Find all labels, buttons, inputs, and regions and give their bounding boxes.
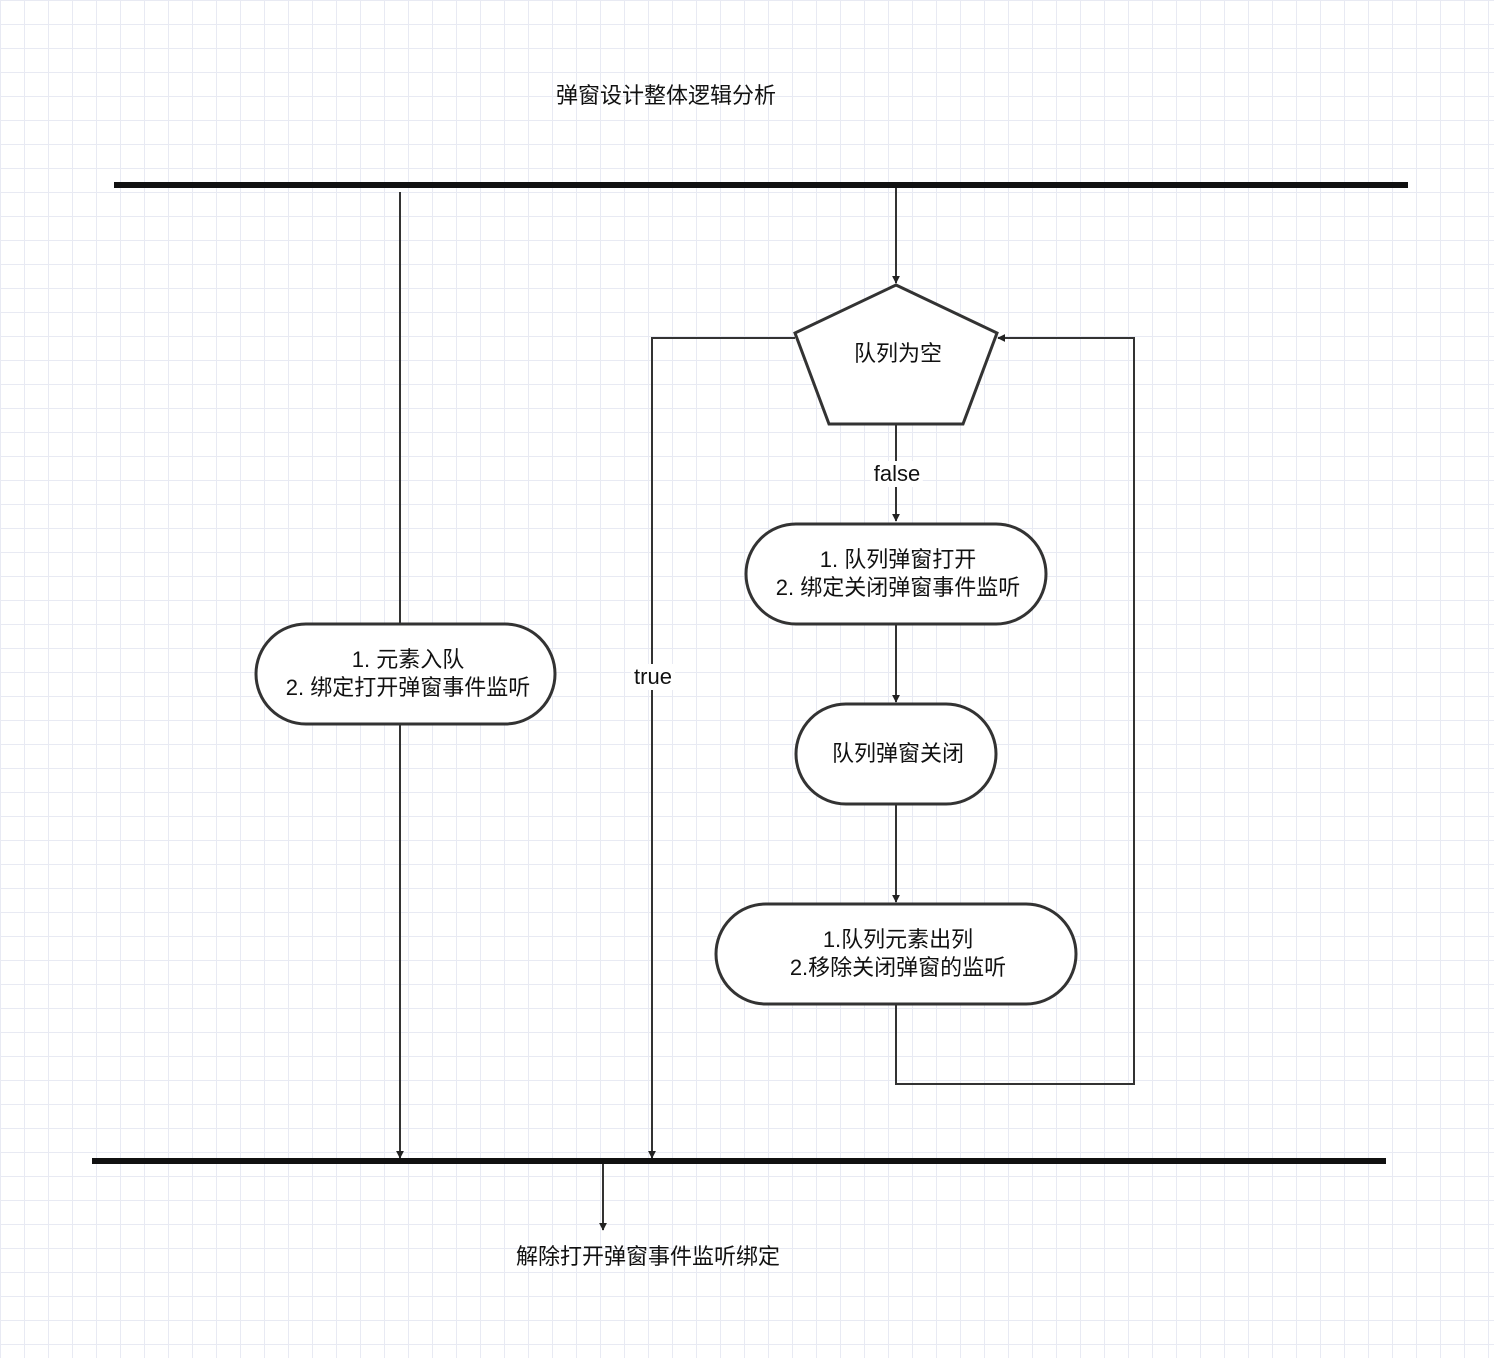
- edge-label-false: false: [870, 461, 924, 487]
- node-dequeue: [714, 902, 1078, 1006]
- node-dequeue-line1: 1.队列元素出列: [822, 927, 974, 952]
- node-enqueue-line1: 1. 元素入队: [351, 647, 465, 672]
- node-open-popup-line1: 1. 队列弹窗打开: [819, 547, 977, 572]
- node-dequeue-text: 1.队列元素出列 2.移除关闭弹窗的监听: [790, 926, 1006, 982]
- node-queue-empty-text: 队列为空: [853, 341, 943, 366]
- node-dequeue-line2: 2.移除关闭弹窗的监听: [789, 955, 1007, 980]
- node-enqueue-text: 1. 元素入队 2. 绑定打开弹窗事件监听: [286, 646, 530, 702]
- node-close-popup: [794, 702, 998, 806]
- node-enqueue-line2: 2. 绑定打开弹窗事件监听: [285, 675, 531, 700]
- node-close-popup-text: 队列弹窗关闭: [831, 741, 965, 766]
- diagram-title: 弹窗设计整体逻辑分析: [555, 83, 777, 108]
- node-queue-empty: [793, 283, 999, 426]
- node-open-popup-text: 1. 队列弹窗打开 2. 绑定关闭弹窗事件监听: [776, 546, 1020, 602]
- edge-loop-back: [895, 334, 1135, 1085]
- node-enqueue: [254, 622, 557, 726]
- node-open-popup: [744, 522, 1048, 626]
- footer-label: 解除打开弹窗事件监听绑定: [515, 1244, 781, 1269]
- node-open-popup-line2: 2. 绑定关闭弹窗事件监听: [775, 575, 1021, 600]
- edge-true-to-join: [648, 337, 795, 1159]
- edge-label-true: true: [631, 664, 675, 690]
